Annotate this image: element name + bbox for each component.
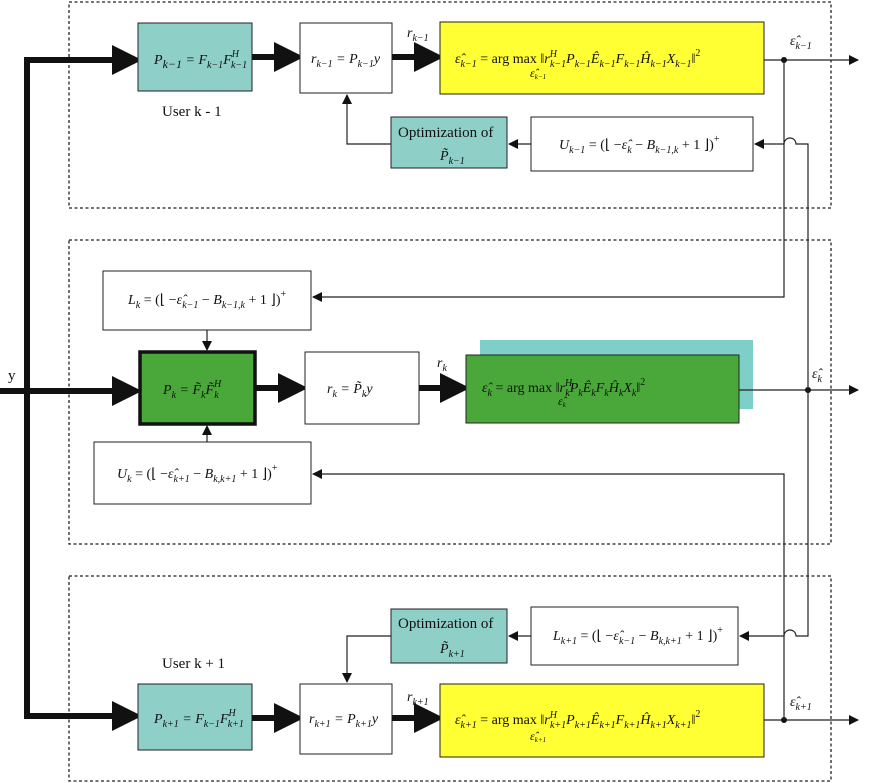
- middle-filter-box: [304, 351, 420, 425]
- bottom-opt-to-filter: [342, 635, 391, 683]
- middle-detector-box: [465, 354, 740, 424]
- input-label: y: [8, 368, 16, 384]
- middle-precoder-box: [138, 350, 257, 426]
- top-bound-formula: Uk−1 = (⌊ −ε̂k − Bk−1,k + 1 ⌋)+: [559, 134, 720, 156]
- feedback-middle-to-uk-1: [754, 137, 809, 390]
- bottom-signal-label: rk+1: [407, 690, 429, 708]
- top-user-label: User k - 1: [162, 104, 222, 120]
- bottom-bound-formula: Lk+1 = (⌊ −ε̂k−1 − Bk,k+1 + 1 ⌋)+: [552, 625, 723, 647]
- top-precoder-box: [137, 22, 253, 92]
- top-opt-to-filter: [342, 94, 391, 145]
- middle-signal-label: rk: [437, 356, 447, 374]
- middle-upper-bound-formula: Uk = (⌊ −ε̂k+1 − Bk,k+1 + 1 ⌋)+: [117, 463, 278, 485]
- top-detector-box: [439, 21, 765, 95]
- bottom-optimization-box: [390, 608, 508, 664]
- feedback-middle-to-lk1: [739, 390, 809, 641]
- top-output-label: ε̂k−1: [790, 34, 812, 52]
- top-bound-box: [530, 116, 754, 172]
- feedback-bottom-to-uk: [312, 469, 785, 720]
- panel-user-k-plus-1: [68, 575, 832, 782]
- feedback-top-to-lk: [312, 60, 785, 302]
- bottom-optimization-title: Optimization of: [398, 616, 493, 632]
- top-optimization-title: Optimization of: [398, 125, 493, 141]
- middle-filter-formula: rk = P̃ky: [327, 381, 373, 400]
- middle-upper-bound-box: [93, 441, 312, 505]
- svg-text:ε̂k: ε̂k: [558, 394, 568, 409]
- middle-lower-bound-formula: Lk = (⌊ −ε̂k−1 − Bk−1,k + 1 ⌋)+: [127, 289, 287, 311]
- bottom-bound-box: [530, 606, 739, 666]
- top-optimization-box: [390, 116, 508, 169]
- bottom-filter-box: [299, 683, 393, 755]
- middle-output-label: ε̂k: [812, 367, 824, 385]
- bottom-precoder-box: [137, 683, 253, 751]
- top-signal-label: rk−1: [407, 26, 429, 44]
- bottom-detector-box: [439, 683, 765, 758]
- top-filter-box: [299, 22, 393, 94]
- bottom-output-label: ε̂k+1: [790, 695, 812, 713]
- bottom-user-label: User k + 1: [162, 656, 225, 672]
- panel-user-k-minus-1: [68, 1, 832, 209]
